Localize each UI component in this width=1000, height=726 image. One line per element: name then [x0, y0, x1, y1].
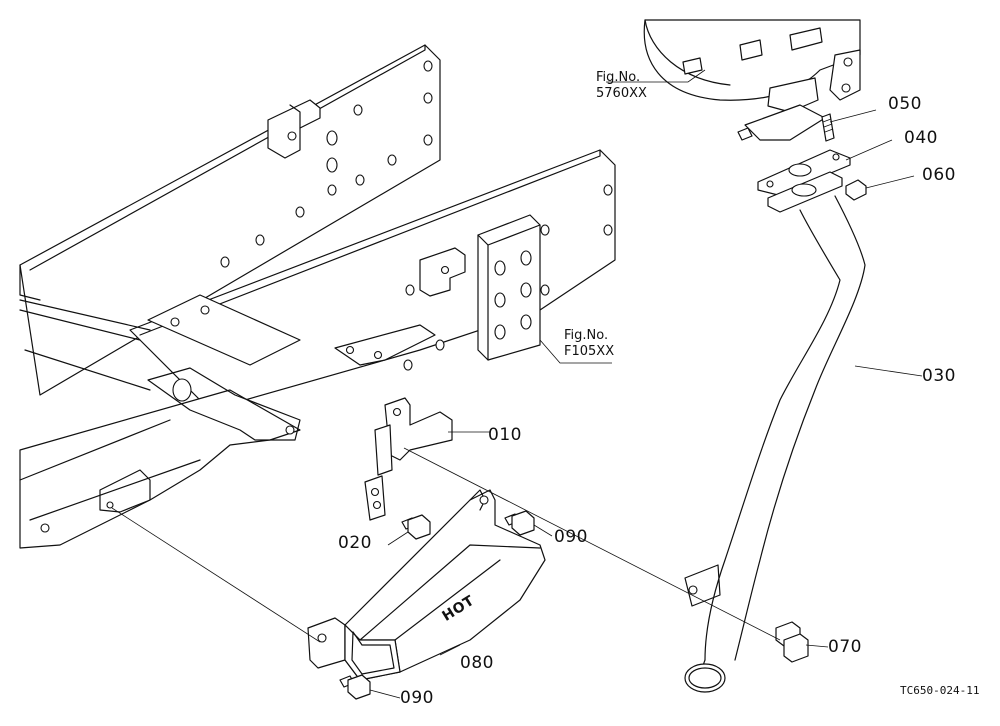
nut — [845, 179, 867, 201]
part-number-060: 060 — [922, 165, 956, 185]
upper-rail-holes — [220, 60, 433, 268]
part-number-080: 080 — [460, 653, 494, 673]
part-number-020: 020 — [338, 533, 372, 553]
exhaust-pipe — [684, 171, 866, 693]
frame-plate-block — [477, 214, 541, 361]
part-number-010: 010 — [488, 425, 522, 445]
part-number-050: 050 — [888, 94, 922, 114]
part-number-030: 030 — [922, 366, 956, 386]
frame-ref-line2: F105XX — [564, 344, 615, 359]
leader-lines — [111, 69, 923, 699]
frame-ref-line1: Fig.No. — [564, 328, 609, 343]
muffler-ref-line1: Fig.No. — [596, 70, 641, 85]
part-number-040: 040 — [904, 128, 938, 148]
part-number-090-upper: 090 — [554, 527, 588, 547]
bolt-020 — [401, 514, 431, 540]
bolt-090-lower — [339, 674, 371, 700]
heat-cover-080 — [307, 489, 546, 681]
left-lower-beam — [19, 299, 301, 549]
drawing-code: TC650-024-11 — [900, 684, 980, 697]
bolt-070 — [775, 621, 809, 663]
bracket-010 — [364, 397, 453, 521]
part-number-090-lower: 090 — [400, 688, 434, 708]
part-number-070: 070 — [828, 637, 862, 657]
frame-figure-ref: Fig.No. F105XX — [564, 328, 614, 360]
muffler-ref-line2: 5760XX — [596, 86, 647, 101]
gasket — [757, 149, 851, 196]
stud — [821, 113, 835, 142]
muffler-figure-ref: Fig.No. 5760XX — [596, 70, 647, 102]
lower-rail-holes — [403, 184, 613, 371]
upper-frame-rail — [19, 44, 441, 396]
cross-member — [147, 294, 436, 366]
bolt-090-upper — [504, 510, 535, 536]
muffler — [643, 19, 861, 141]
